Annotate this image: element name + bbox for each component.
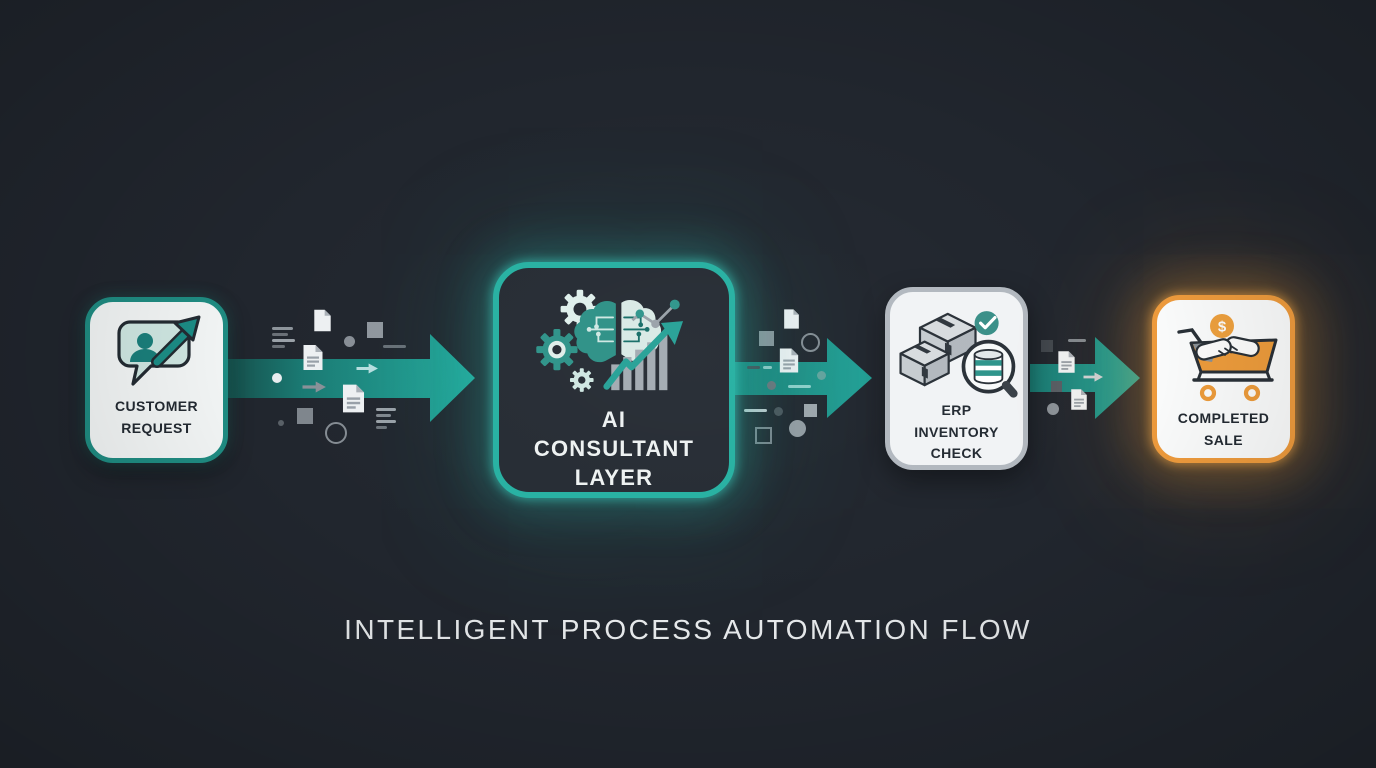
flow-arrow-1: [228, 334, 475, 422]
mini-arrow-icon: [351, 363, 384, 374]
square-dot: [367, 322, 383, 338]
ai-brain-gears-analytics-icon: [536, 289, 684, 392]
stage-label-erp-inventory-check: ERP INVENTORY CHECK: [914, 401, 999, 462]
square-dot: [1051, 381, 1062, 392]
text-lines: [376, 408, 396, 429]
dollar-coin-icon: [1209, 314, 1234, 338]
line-dash: [763, 366, 772, 369]
mini-arrow-icon: [296, 381, 333, 393]
flow-arrow-2: [735, 338, 872, 418]
document-lines-icon: [778, 347, 800, 374]
circle-dot: [272, 373, 282, 383]
circle-dot: [767, 381, 776, 390]
svg-text:$: $: [1217, 319, 1226, 336]
line-dash: [744, 409, 767, 412]
square-dot: [804, 404, 817, 417]
line-dash: [1068, 339, 1086, 342]
square-dot: [1041, 340, 1053, 352]
circle-dot: [1047, 403, 1059, 415]
circle-dot: [344, 336, 355, 347]
document-lines-icon: [1057, 350, 1076, 374]
handshake-icon: [1194, 336, 1260, 361]
line-dash: [383, 345, 406, 348]
stage-label-ai-consultant-layer: AI CONSULTANT LAYER: [533, 406, 695, 490]
stage-label-completed-sale: COMPLETED SALE: [1177, 410, 1270, 448]
circle-outline: [801, 333, 820, 352]
text-lines: [272, 327, 295, 348]
stage-customer-request: CUSTOMER REQUEST: [85, 297, 228, 463]
document-lines-icon: [302, 343, 324, 372]
circle-dot: [817, 371, 826, 380]
line-dash: [747, 366, 760, 369]
document-lines-icon: [1070, 388, 1088, 411]
square-outline: [755, 427, 772, 444]
inventory-boxes-search-icon: [898, 311, 1018, 398]
mini-arrow-icon: [1083, 372, 1104, 382]
check-icon: [974, 311, 999, 336]
circle-dot: [774, 407, 783, 416]
circle-outline: [325, 422, 347, 444]
stage-erp-inventory-check: ERP INVENTORY CHECK: [885, 287, 1028, 470]
square-dot: [297, 408, 313, 424]
diagram-title: INTELLIGENT PROCESS AUTOMATION FLOW: [344, 614, 1032, 645]
square-dot: [759, 331, 774, 346]
customer-chat-growth-icon: [116, 315, 200, 386]
stage-label-customer-request: CUSTOMER REQUEST: [114, 398, 199, 436]
stage-completed-sale: $ COMPLETED SALE: [1152, 295, 1295, 463]
circle-dot: [278, 420, 284, 426]
document-icon: [313, 308, 332, 333]
stage-ai-consultant-layer: AI CONSULTANT LAYER: [493, 262, 735, 498]
document-lines-icon: [341, 383, 366, 414]
line-dash: [788, 385, 811, 388]
document-icon: [783, 308, 800, 330]
circle-dot: [789, 420, 806, 437]
cart-handshake-icon: $: [1176, 314, 1277, 402]
